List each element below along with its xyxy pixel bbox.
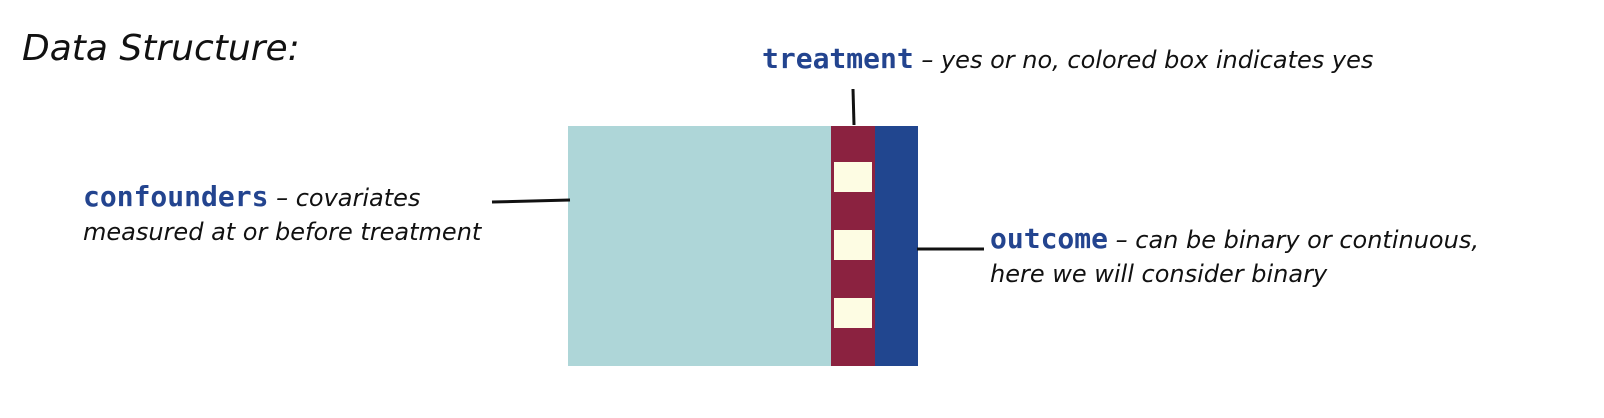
- outcome-label: outcome – can be binary or continuous, h…: [990, 222, 1479, 291]
- outcome-term: outcome: [990, 222, 1109, 255]
- confounders-description-line2: measured at or before treatment: [83, 218, 482, 246]
- treatment-yes-box: [834, 230, 872, 260]
- treatment-connector-line: [851, 88, 856, 126]
- treatment-yes-box: [834, 298, 872, 328]
- confounders-term: confounders: [83, 180, 269, 213]
- confounders-connector-line: [491, 198, 571, 204]
- confounders-description-line1: – covariates: [268, 184, 421, 212]
- treatment-term: treatment: [762, 42, 914, 75]
- treatment-description: – yes or no, colored box indicates yes: [913, 46, 1374, 74]
- confounders-block: [568, 126, 831, 366]
- treatment-yes-box: [834, 162, 872, 192]
- slide-title: Data Structure:: [22, 28, 300, 69]
- confounders-label: confounders – covariates measured at or …: [83, 180, 481, 249]
- outcome-column: [875, 126, 918, 366]
- outcome-description-line2: here we will consider binary: [990, 260, 1328, 288]
- outcome-description-line1: – can be binary or continuous,: [1108, 226, 1479, 254]
- treatment-label: treatment – yes or no, colored box indic…: [762, 42, 1373, 77]
